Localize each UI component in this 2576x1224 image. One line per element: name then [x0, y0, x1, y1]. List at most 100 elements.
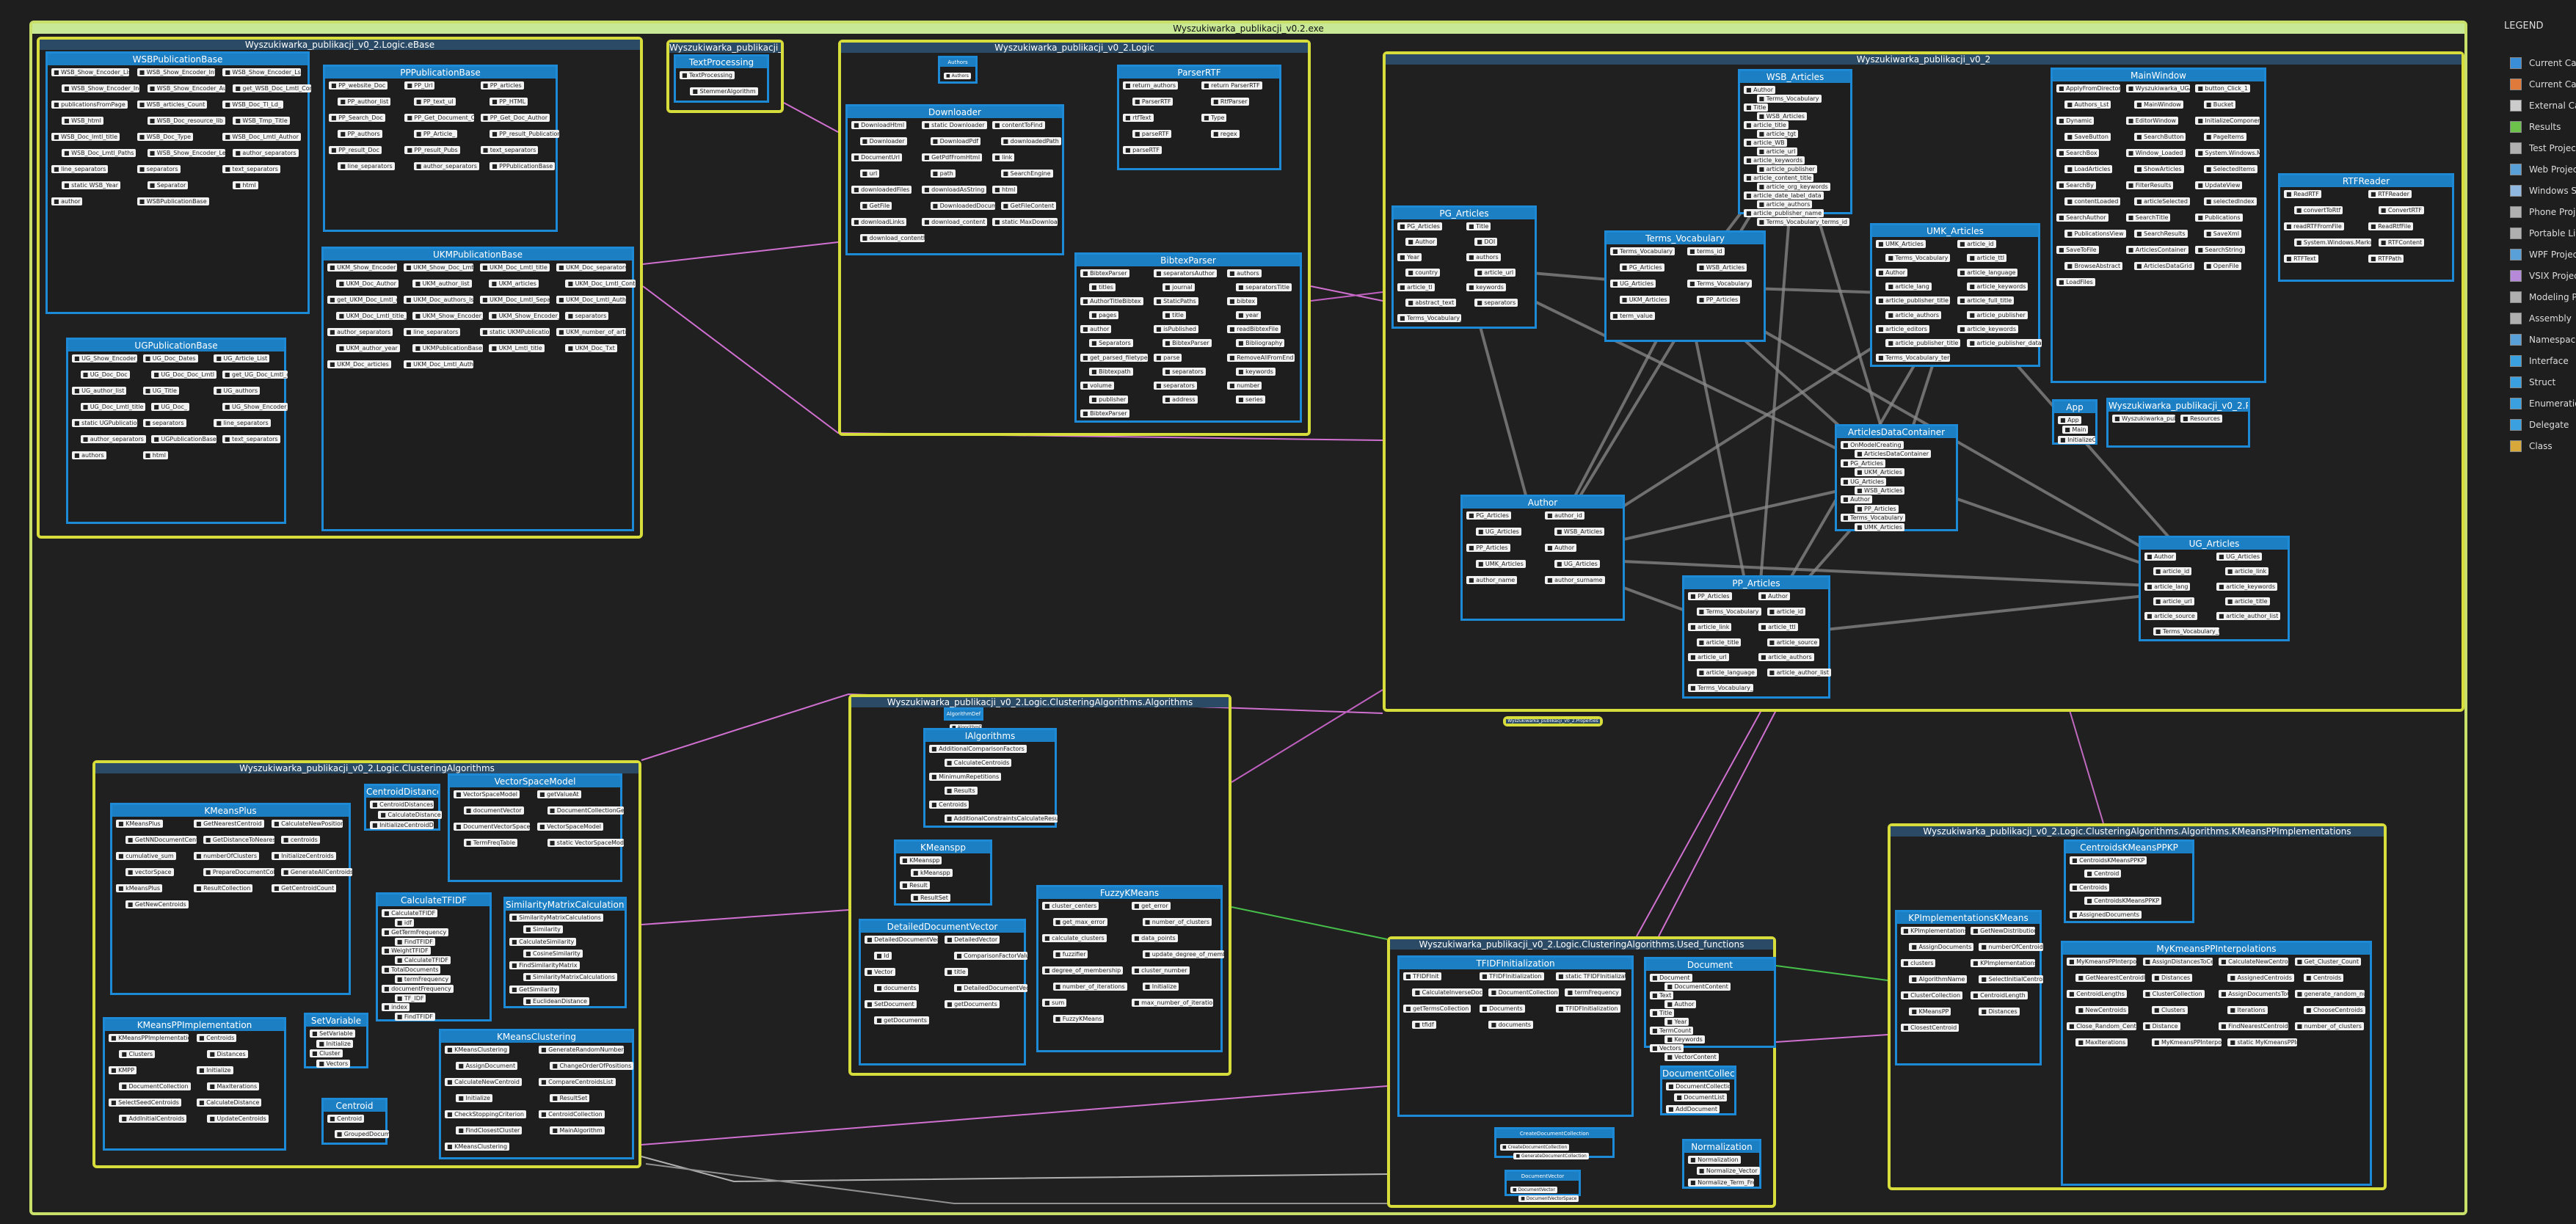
- class-member[interactable]: ■ RTFPath: [2368, 255, 2404, 263]
- class-member[interactable]: ■ path: [930, 170, 956, 178]
- class-member[interactable]: ■ VectorContent: [1664, 1053, 1719, 1061]
- class-centroid[interactable]: Centroid■ Centroid■ GroupedDocument: [321, 1098, 390, 1145]
- class-member[interactable]: ■ KMeansClustering: [445, 1046, 510, 1054]
- class-member[interactable]: ■ static TFIDFInitialization: [1556, 972, 1626, 980]
- class-member[interactable]: ■ DocumentCollection: [1666, 1082, 1730, 1090]
- class-member[interactable]: ■ downloadedFiles: [851, 186, 912, 194]
- class-member[interactable]: ■ country: [1405, 268, 1440, 277]
- class-kmppimplementation[interactable]: KMeansPPImplementation■ KMeansPPImplemen…: [103, 1017, 286, 1151]
- class-member[interactable]: ■ article_authors: [1758, 653, 1814, 662]
- class-member[interactable]: ■ CentroidsKMeansPPKP: [2070, 856, 2147, 864]
- class-member[interactable]: ■ PP_website_Doc: [329, 81, 388, 90]
- class-member[interactable]: ■ CalculateNewPositions: [272, 820, 343, 828]
- class-member[interactable]: ■ line_separators: [338, 162, 395, 170]
- class-member[interactable]: ■ keywords: [1466, 283, 1506, 292]
- class-member[interactable]: ■ CentroidDistances: [370, 801, 434, 809]
- class-member[interactable]: ■ Year: [1397, 252, 1422, 261]
- class-member[interactable]: ■ sum: [1042, 999, 1067, 1007]
- class-member[interactable]: ■ return ParserRTF: [1201, 81, 1262, 90]
- class-member[interactable]: ■ GetSimilarity: [509, 985, 560, 994]
- class-member[interactable]: ■ UKM_Show_Encoder_Info: [489, 312, 559, 320]
- class-member[interactable]: ■ Terms_Vocabulary_terms_id: [1688, 684, 1753, 693]
- class-member[interactable]: ■ title: [945, 968, 968, 976]
- class-rtfreader[interactable]: RTFReader■ ReadRTF■ RTFReader■ convertTo…: [2278, 173, 2454, 282]
- class-member[interactable]: ■ article_url: [2153, 597, 2194, 605]
- class-member[interactable]: ■ UG_Articles: [2216, 553, 2262, 561]
- class-member[interactable]: ■ article_author_list: [2216, 612, 2281, 621]
- class-centroids-kmeans-ppkp[interactable]: CentroidsKMeansPPKP■ CentroidsKMeansPPKP…: [2064, 839, 2194, 923]
- class-member[interactable]: ■ parseRTF: [1132, 130, 1171, 138]
- class-member[interactable]: ■ MyKmeansPPInterpolations: [2067, 958, 2136, 966]
- class-member[interactable]: ■ WSB_Doc_Lmtl_Author: [222, 133, 301, 141]
- class-member[interactable]: ■ article_title: [2224, 597, 2270, 605]
- class-main-window[interactable]: MainWindow■ ApplyFromDirectory■ Wyszukiw…: [2051, 68, 2266, 383]
- class-member[interactable]: ■ author: [1080, 325, 1112, 334]
- class-member[interactable]: ■ UG_Articles: [1554, 560, 1600, 568]
- class-member[interactable]: ■ PP_Search_Doc: [329, 114, 385, 122]
- class-member[interactable]: ■ title: [1163, 311, 1186, 320]
- class-member[interactable]: ■ separators: [1474, 299, 1518, 307]
- class-member[interactable]: ■ article_publisher_title: [1876, 296, 1951, 305]
- class-member[interactable]: ■ article_source: [2144, 612, 2197, 621]
- class-member[interactable]: ■ Separator: [147, 181, 189, 189]
- class-member[interactable]: ■ Window_Loaded: [2125, 149, 2186, 157]
- namespace-g-clust[interactable]: Wyszukiwarka_publikacji_v0_2.Logic.Clust…: [92, 760, 641, 1168]
- class-member[interactable]: ■ UKM_Lmtl_title: [489, 344, 545, 352]
- class-member[interactable]: ■ PP_Article_: [413, 130, 458, 138]
- class-member[interactable]: ■ cluster_number: [1132, 966, 1190, 975]
- class-member[interactable]: ■ SearchButton: [2134, 133, 2186, 141]
- class-member[interactable]: ■ ClosestCentroid: [1901, 1024, 1960, 1032]
- class-member[interactable]: ■ Terms_Vocabulary: [1687, 280, 1753, 288]
- class-text-processing[interactable]: TextProcessing■ TextProcessing■ StemmerA…: [674, 54, 769, 103]
- legend-item[interactable]: WPF Project: [2495, 244, 2576, 265]
- class-member[interactable]: ■ authors: [72, 451, 106, 459]
- class-member[interactable]: ■ publicationsFromPage: [51, 101, 128, 109]
- class-member[interactable]: ■ DownloadPdf: [930, 137, 981, 145]
- class-member[interactable]: ■ Terms_Vocabulary: [1610, 247, 1676, 255]
- class-member[interactable]: ■ CentroidLengths: [2067, 990, 2127, 998]
- class-member[interactable]: ■ ShowArticles: [2134, 165, 2184, 173]
- class-member[interactable]: ■ numberOfCentroids: [1979, 943, 2044, 951]
- class-member[interactable]: ■ AdditionalComparisonFactors: [929, 745, 1027, 753]
- class-member[interactable]: ■ downloadAsString: [922, 186, 987, 194]
- namespace-g-algs[interactable]: Wyszukiwarka_publikacji_v0_2.Logic.Clust…: [848, 694, 1231, 1076]
- class-member[interactable]: ■ article_id: [1957, 240, 1996, 248]
- class-member[interactable]: ■ get_parsed_filetype: [1080, 353, 1148, 362]
- class-member[interactable]: ■ article_language: [1957, 268, 2018, 277]
- class-member[interactable]: ■ Author: [1744, 86, 1776, 94]
- class-member[interactable]: ■ article_link: [2224, 567, 2269, 576]
- class-member[interactable]: ■ CalculateDistance: [197, 1099, 262, 1107]
- class-member[interactable]: ■ ResultSet: [550, 1094, 590, 1102]
- class-member[interactable]: ■ WeightTFIDF: [382, 947, 431, 955]
- legend-item[interactable]: Current Calls: [2495, 52, 2576, 73]
- class-member[interactable]: ■ SaveXml: [2203, 230, 2241, 238]
- class-member[interactable]: ■ static VectorSpaceModel: [547, 839, 624, 847]
- class-member[interactable]: ■ DownloadHtml: [851, 121, 907, 129]
- class-member[interactable]: ■ SearchBy: [2056, 181, 2096, 189]
- class-member[interactable]: ■ UKM_Show_Encoder_Lead: [412, 312, 483, 320]
- class-member[interactable]: ■ InitializeCentroids: [272, 852, 336, 860]
- dependency-link[interactable]: [1636, 710, 1762, 937]
- class-member[interactable]: ■ Distances: [1979, 1008, 2020, 1016]
- class-member[interactable]: ■ BibtexParser: [1163, 339, 1212, 348]
- class-member[interactable]: ■ NewCentroids: [2075, 1006, 2129, 1014]
- class-member[interactable]: ■ static MaxDownload: [992, 218, 1058, 226]
- class-member[interactable]: ■ line_separators: [51, 165, 109, 173]
- class-member[interactable]: ■ regex: [1210, 130, 1240, 138]
- class-member[interactable]: ■ OpenFile: [2203, 262, 2241, 270]
- class-vector-space-model[interactable]: VectorSpaceModel■ VectorSpaceModel■ getV…: [448, 773, 624, 882]
- dependency-link[interactable]: [641, 909, 849, 925]
- class-member[interactable]: ■ parseRTF: [1123, 146, 1162, 154]
- class-member[interactable]: ■ UKM_Doc_Lmtl_title: [480, 263, 550, 272]
- class-member[interactable]: ■ UKM_Show_Doc_Lmtl: [404, 263, 474, 272]
- class-member[interactable]: ■ Distances: [207, 1050, 248, 1058]
- class-member[interactable]: ■ calculate_clusters: [1042, 934, 1107, 942]
- class-member[interactable]: ■ PG_Articles: [1466, 511, 1511, 520]
- class-document-vector[interactable]: DocumentVector■ DocumentVector■ Document…: [1505, 1170, 1581, 1202]
- class-member[interactable]: ■ MainWindow: [2134, 101, 2183, 109]
- class-member[interactable]: ■ article_keywords: [2216, 582, 2278, 591]
- namespace-g-used[interactable]: Wyszukiwarka_publikacji_v0_2.Logic.Clust…: [1387, 936, 1776, 1208]
- class-member[interactable]: ■ article_ttl: [1758, 622, 1798, 631]
- class-member[interactable]: ■ AddDocument: [1666, 1104, 1720, 1113]
- class-member[interactable]: ■ Publications: [2195, 214, 2243, 222]
